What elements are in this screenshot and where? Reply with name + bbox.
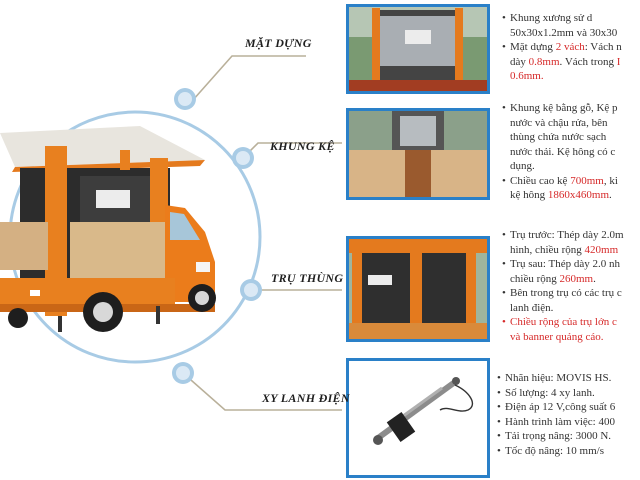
- photo-tru-thung: [346, 236, 490, 342]
- khung-ke-line-2: nước và chậu rửa, bên: [510, 116, 608, 129]
- mat-dung-line-2: 50x30x1.2mm và 30x30: [510, 26, 618, 39]
- xy-lanh-line-4: Hành trình làm việc: 400: [497, 415, 615, 430]
- text-tru-thung: Trụ trước: Thép dày 2.0m hình, chiều rộn…: [502, 228, 624, 344]
- xy-lanh-line-2: Số lượng: 4 xy lanh.: [497, 386, 615, 401]
- food-truck-illustration: [0, 126, 216, 332]
- tru-thung-line-4: chiều rộng 260mm.: [510, 272, 596, 285]
- khung-ke-line-5: dụng.: [510, 160, 535, 172]
- label-tru-thung: TRỤ THÙNG: [271, 271, 344, 285]
- khung-ke-line-6: Chiều cao kệ 700mm, ki: [502, 174, 618, 189]
- tru-thung-line-8: và banner quảng cáo.: [510, 330, 604, 343]
- photo-xy-lanh: [346, 358, 490, 478]
- khung-ke-line-7: kệ hông 1860x460mm.: [510, 189, 612, 201]
- connector-lines: [182, 55, 342, 411]
- mat-dung-line-3: Mặt dựng 2 vách: Vách n: [502, 40, 622, 55]
- mat-dung-line-4: dày 0.8mm. Vách trong I: [510, 55, 621, 68]
- khung-ke-line-4: nước thải. Kệ hông có c: [510, 145, 616, 158]
- label-xy-lanh: XY LANH ĐIỆN: [262, 391, 350, 405]
- xy-lanh-line-6: Tốc độ nâng: 10 mm/s: [497, 444, 615, 459]
- khung-ke-line-3: thùng chứa nước sạch: [510, 131, 607, 143]
- xy-lanh-line-1: Nhãn hiệu: MOVIS HS.: [497, 371, 615, 386]
- text-xy-lanh: Nhãn hiệu: MOVIS HS. Số lượng: 4 xy lanh…: [497, 371, 615, 458]
- xy-lanh-line-5: Tải trọng nâng: 3000 N.: [497, 429, 615, 444]
- circle-nodes: [172, 88, 262, 384]
- tru-thung-line-5: Bên trong trụ có các trụ c: [502, 286, 624, 301]
- tru-thung-line-1: Trụ trước: Thép dày 2.0m: [502, 228, 624, 243]
- text-khung-ke: Khung kệ bằng gỗ, Kệ p nước và chậu rửa,…: [502, 101, 618, 203]
- tru-thung-line-6: lanh điện.: [510, 301, 554, 314]
- mat-dung-line-1: Khung xương sử d: [502, 11, 622, 26]
- tru-thung-line-2: hình, chiều rộng 420mm: [510, 243, 619, 256]
- label-khung-ke: KHUNG KỆ: [270, 139, 335, 153]
- label-mat-dung: MẶT DỰNG: [245, 36, 312, 50]
- photo-khung-ke: [346, 108, 490, 200]
- khung-ke-line-1: Khung kệ bằng gỗ, Kệ p: [502, 101, 618, 116]
- text-mat-dung: Khung xương sử d 50x30x1.2mm và 30x30 Mặ…: [502, 11, 622, 84]
- tru-thung-line-3: Trụ sau: Thép dày 2.0 nh: [502, 257, 624, 272]
- tru-thung-line-7: Chiều rộng của trụ lớn c: [502, 315, 624, 330]
- mat-dung-line-5: 0.6mm.: [510, 70, 544, 82]
- photo-mat-dung: [346, 4, 490, 94]
- xy-lanh-line-3: Điện áp 12 V,công suất 6: [497, 400, 615, 415]
